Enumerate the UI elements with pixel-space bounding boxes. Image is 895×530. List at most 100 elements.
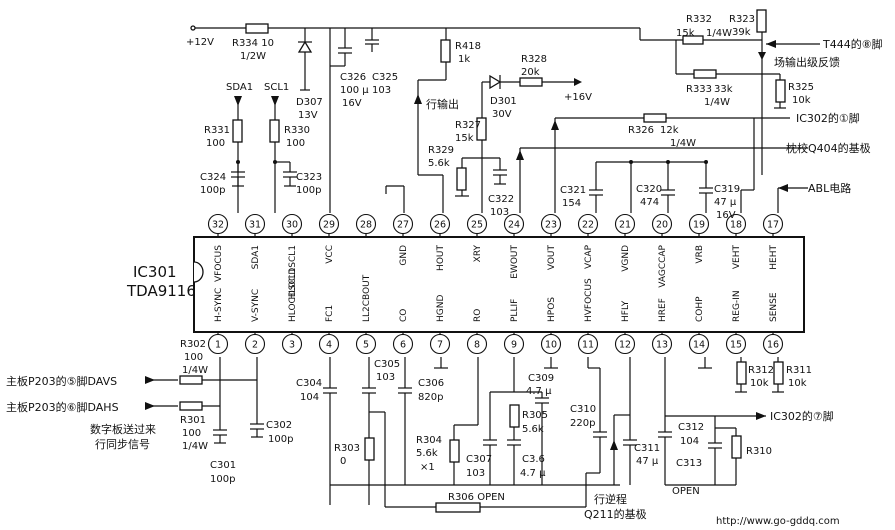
pin-3-circle xyxy=(281,333,303,355)
label-r301a: R301 xyxy=(180,415,206,426)
d301-triangle xyxy=(489,74,502,90)
pin-2-circle xyxy=(244,333,266,355)
pin-21-circle xyxy=(614,213,636,235)
pin-29-name: VCC xyxy=(325,245,335,264)
pin-24-number: 24 xyxy=(508,220,520,231)
pin-18-name: VEHT xyxy=(732,244,742,269)
label-c323a: C323 xyxy=(296,172,322,183)
label-r301c: 1/4W xyxy=(182,441,208,452)
pin-28-circle xyxy=(355,213,377,235)
pin-13-name: HREF xyxy=(658,298,668,322)
pin-26-number: 26 xyxy=(434,220,446,231)
arrow-dahs xyxy=(145,402,155,410)
label-c302a: C302 xyxy=(266,420,292,431)
label-c323b: 100p xyxy=(296,185,321,196)
label-c326c: 16V xyxy=(342,98,362,109)
pin-17-number: 17 xyxy=(767,220,779,231)
pin-6-name: CO xyxy=(399,309,409,322)
label-r332b: 15k xyxy=(676,28,695,39)
pin-23-name: VOUT xyxy=(547,245,557,271)
label-d301b: 30V xyxy=(492,109,512,120)
r333-body xyxy=(693,69,717,79)
pin-7-circle xyxy=(429,333,451,355)
ic-tda9116: IC301 TDA9116 xyxy=(126,236,805,333)
label-t444: T444的⑧脚 xyxy=(822,37,883,51)
label-r331b: 100 xyxy=(206,138,225,149)
r334-body xyxy=(245,23,269,34)
label-c319c: 16V xyxy=(716,210,736,221)
label-16v: +16V xyxy=(564,92,592,103)
ic-bottom-pins: 1H-SYNC2V-SYNC3HLOCDSCL14FC15LL2CBOUT6CO… xyxy=(207,268,784,355)
label-r328b: 20k xyxy=(521,67,540,78)
pin-9-number: 9 xyxy=(511,340,517,351)
pin-24-name: EWOUT xyxy=(510,245,520,279)
label-r333a: R333 xyxy=(686,84,712,95)
label-r306: R306 OPEN xyxy=(448,492,505,503)
label-r302b: 100 xyxy=(184,352,203,363)
label-r312a: R312 xyxy=(748,365,774,376)
arrow-ewout xyxy=(516,150,524,160)
pin-26-circle xyxy=(429,213,451,235)
label-r304c: ×1 xyxy=(420,462,435,473)
ic-model: TDA9116 xyxy=(126,282,196,300)
pin-32-number: 32 xyxy=(212,220,224,231)
pin-10-number: 10 xyxy=(545,340,557,351)
label-c307a: C307 xyxy=(466,454,492,465)
pin-5-number: 5 xyxy=(363,340,369,351)
label-c311a: C311 xyxy=(634,443,660,454)
r304-body xyxy=(449,439,460,463)
pin-25-number: 25 xyxy=(471,220,483,231)
label-ic302-1: IC302的①脚 xyxy=(796,111,860,125)
pin-7-name: HGND xyxy=(436,295,446,322)
pin-20-circle xyxy=(651,213,673,235)
pin-15-circle xyxy=(725,333,747,355)
watermark-url: http://www.go-gddq.com xyxy=(716,516,840,527)
pin-4-number: 4 xyxy=(326,340,332,351)
ic-body xyxy=(193,236,805,333)
label-c321a: C321 xyxy=(560,185,586,196)
pin-1-name: H-SYNC xyxy=(214,288,224,322)
label-r418a: R418 xyxy=(455,41,481,52)
label-c321b: 154 xyxy=(562,198,581,209)
label-open: OPEN xyxy=(672,486,700,497)
label-c309a: C309 xyxy=(528,373,554,384)
pin-4-circle xyxy=(318,333,340,355)
pin-6-number: 6 xyxy=(400,340,406,351)
r330-body xyxy=(269,119,280,143)
pin-3-name: HLOCDSCL1 xyxy=(288,268,298,323)
label-c305b: 103 xyxy=(376,372,395,383)
r325-body xyxy=(775,79,786,103)
r302-body xyxy=(179,375,203,385)
r306-body xyxy=(435,502,481,513)
label-c307b: 103 xyxy=(466,468,485,479)
label-r301b: 100 xyxy=(182,428,201,439)
pin-20-name: VAGCCAP xyxy=(658,244,668,287)
label-d301a: D301 xyxy=(490,96,517,107)
pin-9-circle xyxy=(503,333,525,355)
arrow-t444 xyxy=(766,40,776,48)
r311-body xyxy=(773,361,784,385)
r329-body xyxy=(456,167,467,191)
label-c305a: C305 xyxy=(374,359,400,370)
label-r329a: R329 xyxy=(428,145,454,156)
label-r328a: R328 xyxy=(521,54,547,65)
pin-18-circle xyxy=(725,213,747,235)
label-q211a: 行逆程 xyxy=(594,492,627,506)
label-d307b: 13V xyxy=(298,110,318,121)
arrow-q211 xyxy=(610,440,618,450)
pin-15-name: REG-IN xyxy=(732,290,742,322)
pin-14-name: COHP xyxy=(695,296,705,322)
pin-14-circle xyxy=(688,333,710,355)
pin-32-name: VFOCUS xyxy=(214,245,224,282)
label-c322b: 103 xyxy=(490,207,509,218)
pin-31-circle xyxy=(244,213,266,235)
label-scl1: SCL1 xyxy=(264,82,289,93)
pin-2-name: V-SYNC xyxy=(251,289,261,322)
label-c302b: 100p xyxy=(268,434,293,445)
pin-18-number: 18 xyxy=(730,220,742,231)
label-c326b: 100 μ xyxy=(340,85,369,96)
r301-body xyxy=(179,401,203,411)
pin-14-number: 14 xyxy=(693,340,705,351)
label-c312b: 104 xyxy=(680,436,699,447)
